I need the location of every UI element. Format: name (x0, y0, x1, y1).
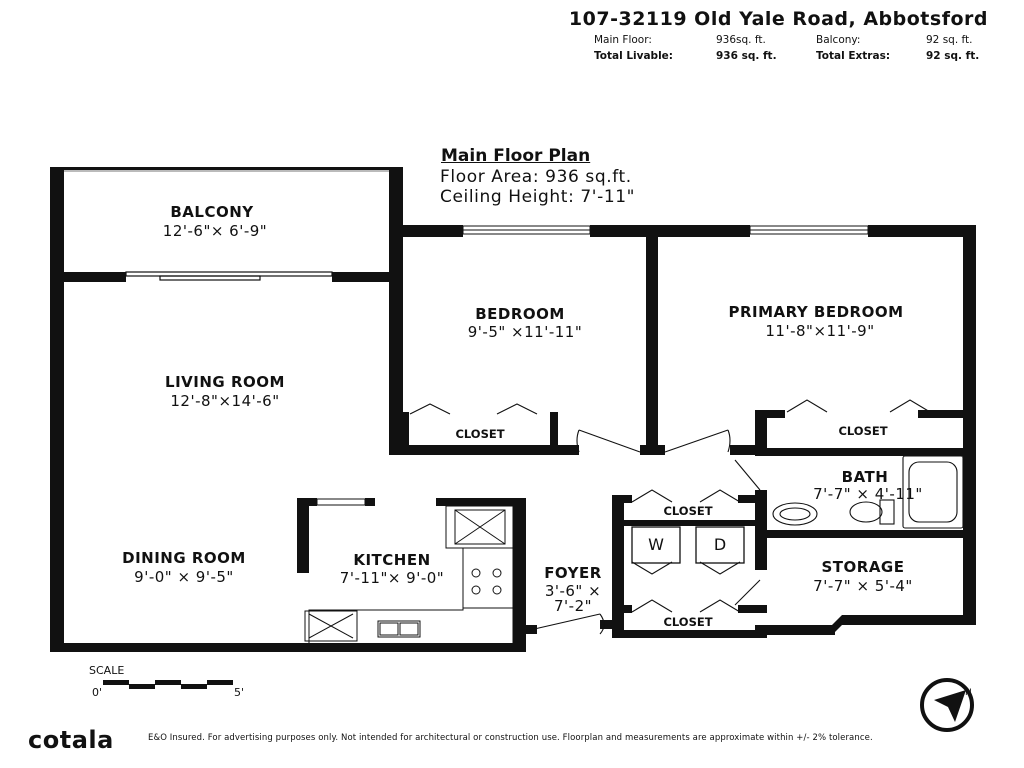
balcony-area-label: Balcony: (816, 34, 861, 46)
storage-name: STORAGE (821, 558, 905, 576)
bedroom-name: BEDROOM (475, 305, 565, 323)
dining-room-name: DINING ROOM (122, 549, 246, 567)
kitchen-counters (304, 505, 514, 643)
living-room-name: LIVING ROOM (165, 373, 285, 391)
disclaimer-text: E&O Insured. For advertising purposes on… (148, 733, 873, 743)
balcony-dims: 12'-6"× 6'-9" (162, 222, 268, 240)
kitchen-dims: 7'-11"× 9'-0" (339, 569, 445, 587)
property-address: 107-32119 Old Yale Road, Abbotsford (568, 8, 988, 30)
bedroom-dims: 9'-5" ×11'-11" (467, 323, 583, 341)
balcony-railing (64, 167, 389, 172)
scale-min: 0' (92, 686, 103, 699)
doors (529, 429, 761, 635)
sliding-door (125, 271, 333, 281)
scale-bar (103, 680, 233, 689)
bedroom-closet-label: CLOSET (455, 427, 505, 441)
plan-title: Main Floor Plan (441, 146, 591, 166)
living-room-dims: 12'-8"×14'-6" (170, 392, 280, 410)
laundry-closet-label: CLOSET (663, 504, 713, 518)
washer-label: W (648, 535, 664, 554)
floor-area-text: Floor Area: 936 sq.ft. (440, 167, 632, 187)
compass-north-label: N (965, 688, 972, 698)
bath-fixtures (772, 455, 964, 529)
brand-logo: cotala (28, 726, 114, 754)
foyer-name: FOYER (544, 564, 602, 582)
ceiling-height-text: Ceiling Height: 7'-11" (440, 187, 636, 207)
total-livable-label: Total Livable: (594, 50, 673, 62)
bath-name: BATH (841, 468, 889, 486)
closet-doors (409, 399, 931, 613)
dryer-label: D (713, 535, 727, 554)
primary-bedroom-name: PRIMARY BEDROOM (728, 303, 904, 321)
primary-closet-label: CLOSET (838, 424, 888, 438)
kitchen-name: KITCHEN (353, 551, 431, 569)
total-livable-value: 936 sq. ft. (716, 50, 777, 62)
foyer-dims-line2: 7'-2" (553, 597, 593, 615)
balcony-name: BALCONY (170, 203, 254, 221)
laundry-appliances (631, 526, 745, 564)
windows (316, 225, 869, 506)
compass-icon (920, 678, 974, 732)
main-floor-value: 936sq. ft. (716, 34, 766, 46)
storage-dims: 7'-7" × 5'-4" (813, 577, 913, 595)
foyer-dims-line1: 3'-6" × (544, 582, 602, 600)
scale-max: 5' (234, 686, 245, 699)
bath-dims: 7'-7" × 4'-11" (813, 485, 923, 503)
walls (50, 167, 976, 652)
primary-bedroom-dims: 11'-8"×11'-9" (765, 322, 875, 340)
balcony-area-value: 92 sq. ft. (926, 34, 973, 46)
total-extras-label: Total Extras: (816, 50, 891, 62)
main-floor-label: Main Floor: (594, 34, 652, 46)
scale-label: SCALE (89, 664, 125, 677)
foyer-closet-label: CLOSET (663, 615, 713, 629)
total-extras-value: 92 sq. ft. (926, 50, 980, 62)
dining-room-dims: 9'-0" × 9'-5" (134, 568, 234, 586)
